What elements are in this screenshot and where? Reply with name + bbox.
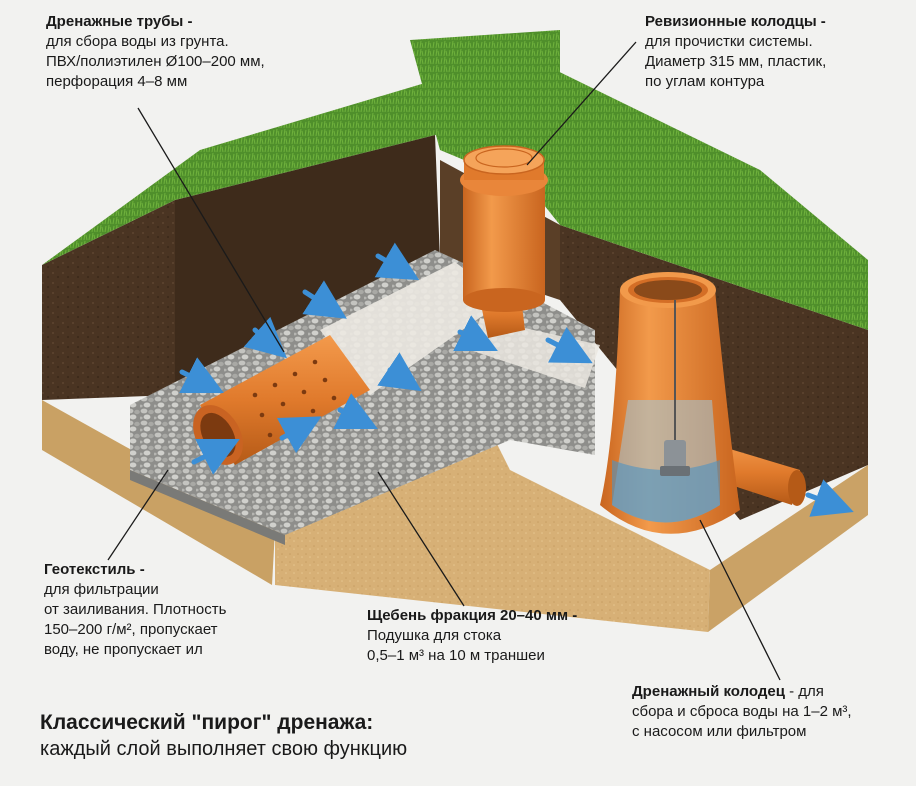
caption-title: Классический "пирог" дренажа: (40, 711, 374, 734)
label-drain-pipes: Дренажные трубы - для сбора воды из грун… (46, 12, 346, 92)
label-geotextile: Геотекстиль - для фильтрации от заиливан… (44, 560, 284, 660)
label-drain-pipes-title: Дренажные трубы - (46, 13, 193, 30)
caption-subtitle: каждый слой выполняет свою функцию (40, 738, 408, 760)
leader-lines (107, 41, 781, 681)
label-inspection-wells-body: для прочистки системы. Диаметр 315 мм, п… (645, 33, 827, 90)
caption: Классический "пирог" дренажа: каждый сло… (40, 710, 407, 762)
geotextile (320, 262, 600, 395)
inspection-well (460, 145, 548, 312)
label-geotextile-body: для фильтрации от заиливания. Плотность … (44, 581, 227, 658)
label-drainage-well: Дренажный колодец - для сбора и сброса в… (632, 682, 902, 742)
label-gravel-body: Подушка для стока 0,5–1 м³ на 10 м транш… (367, 627, 545, 664)
label-gravel: Щебень фракция 20–40 мм - Подушка для ст… (367, 606, 657, 666)
drainage-well (600, 272, 740, 534)
label-gravel-title: Щебень фракция 20–40 мм - (367, 607, 578, 624)
pump (660, 300, 690, 476)
label-drainage-well-title: Дренажный колодец (632, 683, 785, 700)
label-geotextile-title: Геотекстиль - (44, 561, 145, 578)
label-inspection-wells-title: Ревизионные колодцы - (645, 13, 826, 30)
label-drain-pipes-body: для сбора воды из грунта. ПВХ/полиэтилен… (46, 33, 265, 90)
water-flow-arrows (179, 242, 854, 517)
label-inspection-wells: Ревизионные колодцы - для прочистки сист… (645, 12, 905, 92)
label-drainage-well-body: - для сбора и сброса воды на 1–2 м³, с н… (632, 683, 852, 740)
